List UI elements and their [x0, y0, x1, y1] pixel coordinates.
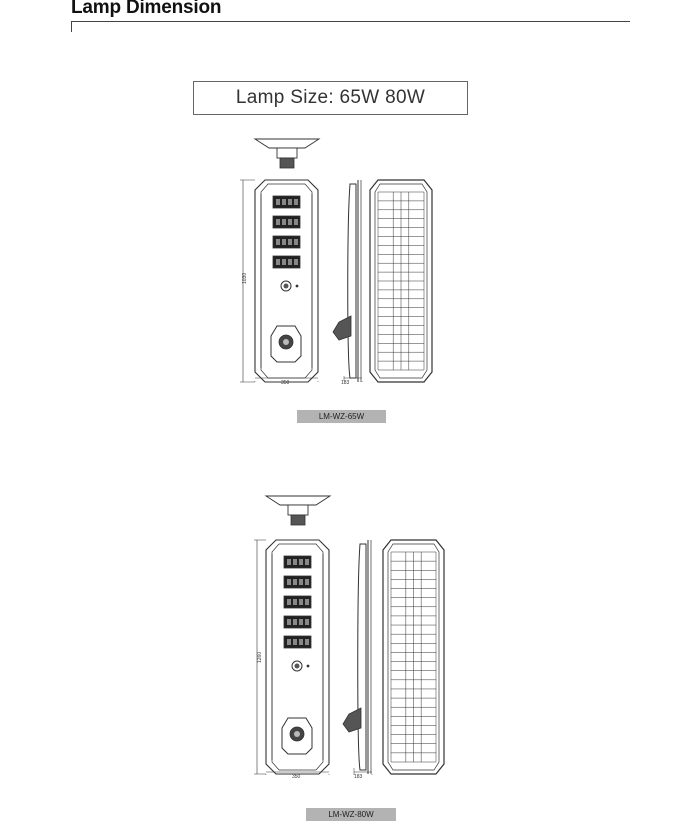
lamp-size-box: Lamp Size: 65W 80W — [193, 81, 468, 115]
led-chip — [276, 239, 280, 245]
dim-depth-80w: 183 — [354, 774, 363, 780]
drawing-80w — [254, 495, 445, 775]
mount-boss-center — [294, 731, 300, 737]
mount-bracket-top — [264, 495, 332, 506]
led-chip — [282, 239, 286, 245]
model-label-65w: LM-WZ-65W — [297, 410, 386, 423]
led-chip — [287, 619, 291, 625]
dim-width-65w: 350 — [281, 380, 290, 386]
led-chip — [287, 579, 291, 585]
led-chip — [294, 259, 298, 265]
sensor-core — [283, 283, 289, 289]
led-chip — [294, 219, 298, 225]
led-chip — [287, 599, 291, 605]
mount-clamp — [279, 157, 295, 169]
led-chip — [287, 559, 291, 565]
led-chip — [293, 599, 297, 605]
side-mount-arm — [342, 707, 362, 733]
led-chip — [305, 619, 309, 625]
side-mount-arm — [332, 315, 352, 341]
lamp-size-label: Lamp Size: 65W 80W — [235, 87, 426, 108]
led-chip — [299, 619, 303, 625]
dim-width-80w: 350 — [292, 774, 301, 780]
led-chip — [294, 239, 298, 245]
solar-panel-inner — [387, 543, 440, 771]
led-chip — [282, 199, 286, 205]
dim-height-65w: 1030 — [242, 273, 248, 284]
model-label-80w: LM-WZ-80W — [306, 808, 396, 821]
lamp-body-outline — [265, 539, 330, 775]
led-chip — [305, 599, 309, 605]
indicator-dot — [295, 284, 299, 288]
led-chip — [293, 579, 297, 585]
led-chip — [276, 259, 280, 265]
led-chip — [282, 259, 286, 265]
led-chip — [293, 559, 297, 565]
led-chip — [288, 199, 292, 205]
led-chip — [299, 599, 303, 605]
dim-height-80w: 1260 — [257, 652, 263, 663]
title-rule-tick — [71, 21, 72, 32]
solar-panel-inner — [374, 183, 428, 379]
mount-clamp — [290, 514, 306, 526]
title-rule — [71, 21, 630, 22]
led-chip — [299, 559, 303, 565]
led-chip — [293, 619, 297, 625]
indicator-dot — [306, 664, 310, 668]
led-chip — [287, 639, 291, 645]
led-chip — [288, 259, 292, 265]
led-chip — [276, 219, 280, 225]
led-chip — [288, 219, 292, 225]
led-chip — [282, 219, 286, 225]
led-chip — [294, 199, 298, 205]
sensor-core — [294, 663, 300, 669]
led-chip — [276, 199, 280, 205]
dim-depth-65w: 183 — [341, 380, 350, 386]
mount-neck — [276, 147, 298, 159]
side-profile — [357, 543, 367, 771]
mount-neck — [287, 504, 309, 516]
mount-boss-center — [283, 339, 289, 345]
side-profile — [347, 183, 357, 379]
led-chip — [288, 239, 292, 245]
mount-bracket-top — [253, 138, 321, 149]
led-chip — [299, 639, 303, 645]
led-chip — [293, 639, 297, 645]
section-title: Lamp Dimension — [71, 0, 222, 18]
led-chip — [305, 559, 309, 565]
led-chip — [299, 579, 303, 585]
led-chip — [305, 639, 309, 645]
drawing-65w — [240, 138, 433, 383]
led-chip — [305, 579, 309, 585]
